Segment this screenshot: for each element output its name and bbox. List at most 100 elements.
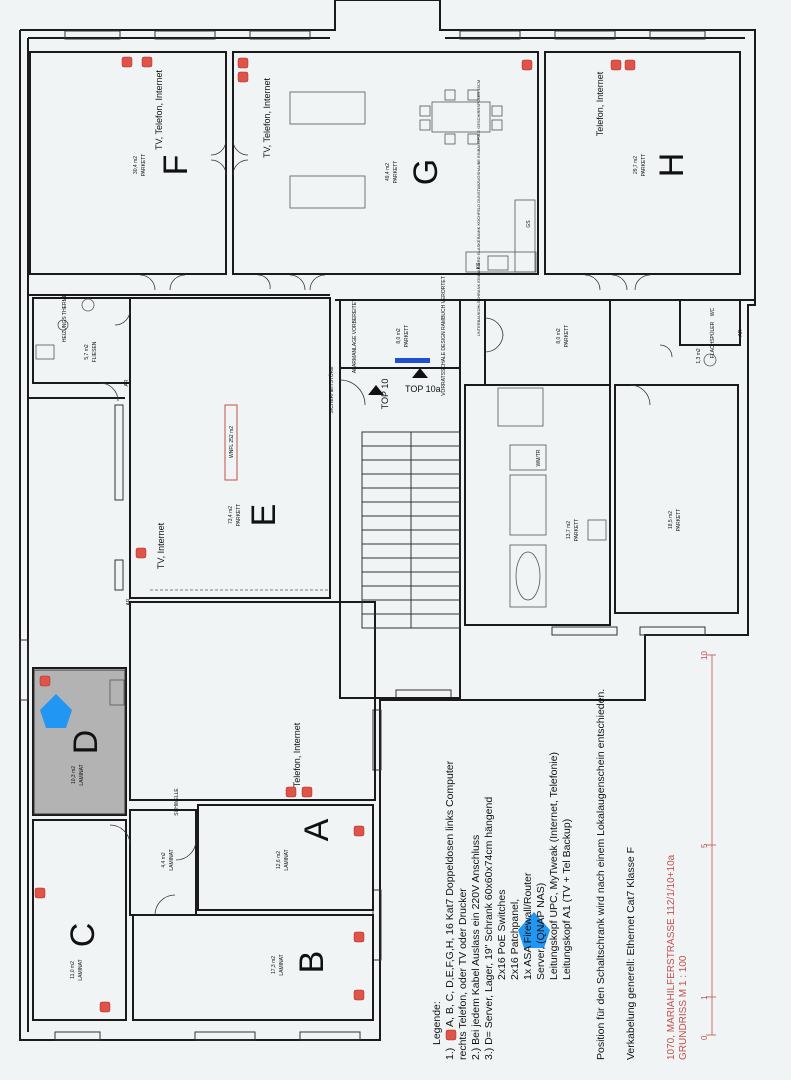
wc-label: WC	[710, 307, 716, 316]
room-e-floor: PARKETT	[236, 504, 242, 527]
staircase	[362, 432, 460, 628]
room-h-area: 29,7 m2	[633, 156, 639, 174]
flur-area: 4,4 m2	[161, 852, 167, 868]
kueche-area: 13,7 m2	[566, 521, 572, 539]
label-f-tv-tel-int: TV, Telefon, Internet	[154, 69, 164, 150]
top10-arrow	[368, 385, 384, 395]
outlet-g2	[237, 71, 249, 83]
room-a-area: 12,6 m2	[276, 851, 282, 869]
top10a-door-bar	[395, 358, 430, 363]
label-a-tel-int: Telefon, Internet	[292, 722, 302, 787]
outlet-b2	[353, 989, 365, 1001]
room-b-area: 17,3 m2	[271, 956, 277, 974]
outlet-c1	[34, 887, 46, 899]
zimmer-floor: PARKETT	[676, 509, 682, 532]
room-g-area: 49,4 m2	[385, 163, 391, 181]
wmtr-label: WM/TR	[536, 449, 542, 466]
zimmer-area: 18,5 m2	[668, 511, 674, 529]
scale-tick-0: 0	[700, 1035, 709, 1040]
legend-outlet-icon	[445, 1029, 457, 1041]
doors	[99, 139, 673, 916]
outlet-g1	[237, 57, 249, 69]
outlet-a2	[301, 786, 313, 798]
room-c-floor: LAMINAT	[78, 959, 84, 980]
room-letter-h: H	[653, 153, 691, 178]
legend-title: Legende:	[431, 1001, 443, 1045]
outlet-g3	[521, 59, 533, 71]
server-rack-icon	[40, 694, 72, 728]
room-d-area: 10,3 m2	[71, 766, 77, 784]
room-letter-e: E	[245, 504, 283, 527]
room-letter-f: F	[157, 155, 195, 176]
room-letter-d: D	[67, 730, 105, 755]
kueche-floor: PARKETT	[574, 519, 580, 542]
bad-floor: FLIESEN	[92, 341, 98, 362]
schwelle-label: SCHWELLE	[174, 788, 180, 816]
top10a-label: TOP 10a	[405, 384, 441, 394]
wnfl-label: WNFL 252 m2	[229, 426, 235, 458]
bad-area: 5,7 m2	[84, 344, 90, 360]
top10a-arrow	[412, 368, 428, 378]
title-grundriss: GRUNDRISS M 1 : 100	[678, 955, 689, 1060]
vorrat-label: VORRATSSCHALE DESIGN RAMBUCH VERORTET	[441, 276, 447, 396]
legend-line3b: 2x16 PoE Switches	[496, 890, 508, 980]
legend-line3g: Leitungskopf A1 (TV + Tel Backup)	[561, 819, 573, 980]
outlet-h2	[624, 59, 636, 71]
alarm-label: ALARMANLAGE VORBEREITET	[352, 299, 358, 373]
outlet-d	[39, 675, 51, 687]
room-a-floor: LAMINAT	[284, 849, 290, 870]
room-h-floor: PARKETT	[641, 154, 647, 177]
windows	[19, 30, 706, 1041]
interior-walls	[28, 51, 755, 1021]
flur-floor: LAMINAT	[169, 849, 175, 870]
scale-tick-10: 10	[700, 651, 709, 660]
ar-label-2: AR	[126, 598, 132, 605]
room-e-area: 73,4 m2	[228, 506, 234, 524]
scale-tick-1: 1	[700, 995, 709, 1000]
label-g-tv-tel-int: TV, Telefon, Internet	[262, 77, 272, 158]
legend-line3d: 1x ASA Firewall/Router	[522, 872, 534, 980]
scale-bar: 0 1 5 10	[700, 651, 716, 1040]
legend-position: Position für den Schaltschrank wird nach…	[595, 689, 607, 1060]
room-letter-c: C	[64, 923, 102, 948]
scale-tick-5: 5	[700, 843, 709, 848]
legend-line1b: rechts Telefon, oder TV oder Drucker	[457, 888, 469, 1060]
legend: Legende: 1.) A, B, C, D,E,F,G,H, 16 Kat7…	[431, 689, 637, 1060]
legend-line3f: Leitungskopf UPC, MyTweak (Internet, Tel…	[548, 752, 560, 980]
gang-area: 8,0 m2	[556, 328, 562, 344]
legend-line3c: 2x16 Patchpanel,	[509, 899, 521, 980]
outer-walls	[19, 0, 756, 1041]
wc-area: 1,3 m2	[696, 348, 702, 364]
outlet-f2	[141, 56, 153, 68]
vorraum-floor: PARKETT	[404, 325, 410, 348]
outlets	[34, 56, 636, 1041]
outlet-f1	[121, 56, 133, 68]
room-letter-g: G	[407, 159, 445, 185]
room-f-floor: PARKETT	[141, 154, 147, 177]
room-g-floor: PARKETT	[393, 161, 399, 184]
ar-label-3: AR	[738, 329, 744, 336]
ks-label: KS	[476, 262, 482, 269]
furniture	[35, 89, 717, 706]
heizung-label: HEIZUNGS THERME	[62, 293, 68, 342]
top10-label: TOP 10	[380, 379, 390, 410]
label-e-tv-int: TV, Internet	[156, 522, 166, 569]
gang-floor: PARKETT	[564, 325, 570, 348]
room-letter-b: B	[293, 951, 331, 974]
room-b-floor: LAMINAT	[279, 954, 285, 975]
outlet-b1	[353, 931, 365, 943]
wnfl-box	[224, 404, 238, 481]
legend-verkabelung: Verkabelung generell: Ethernet Cat7 Klas…	[625, 847, 637, 1060]
title-address: 1070, MARIAHILFERSTRASSE 112/1/10+10a	[666, 854, 677, 1060]
legend-line1-prefix: 1.)	[444, 1048, 456, 1060]
flachspueler-label: FLACHSPÜLER	[709, 321, 716, 358]
room-letter-a: A	[298, 818, 336, 841]
legend-server-icon	[518, 912, 550, 948]
outlet-e	[135, 547, 147, 559]
legend-line3a: 3.) D= Server, Lager, 19" Schrank 60x60x…	[483, 797, 495, 1060]
room-d-floor: LAMINAT	[79, 764, 85, 785]
legend-line2: 2.) Bei jedem Kabel Auslass ein 220V Ans…	[470, 835, 482, 1060]
legend-line1: A, B, C, D,E,F,G,H, 16 Kat7 Doppeldosen …	[444, 760, 456, 1027]
gs-label: GS	[526, 220, 532, 228]
